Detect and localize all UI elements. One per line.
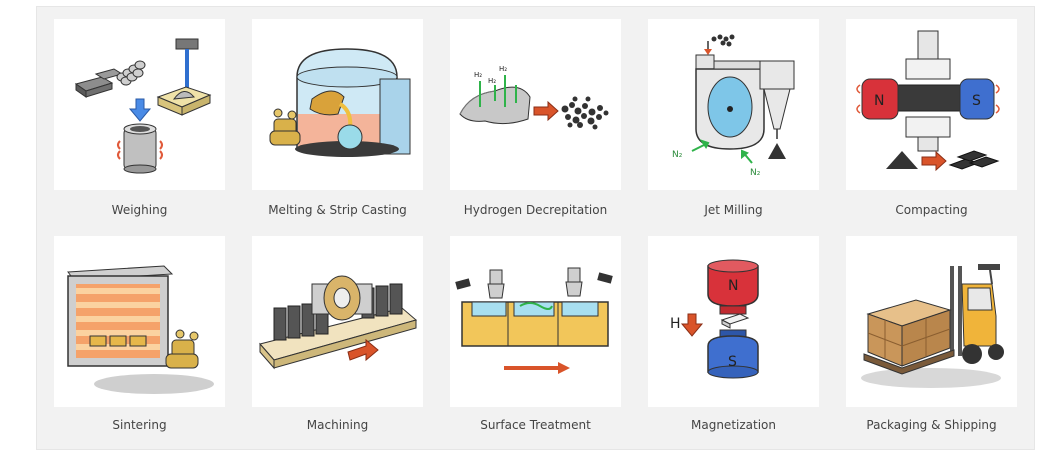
step-label: Weighing: [111, 203, 168, 217]
step-label: Machining: [306, 418, 369, 432]
step-label: Surface Treatment: [480, 418, 591, 432]
surface-treatment-illustration-icon: [455, 267, 613, 374]
step-label: Sintering: [112, 418, 167, 432]
step-label: Compacting: [895, 203, 968, 217]
north-pole-label: N: [728, 278, 738, 294]
step-tile-packaging-shipping[interactable]: [846, 236, 1017, 407]
step-tile-compacting[interactable]: N S: [846, 19, 1017, 190]
south-pole-label: S: [728, 354, 737, 370]
weighing-illustration-icon: [74, 38, 212, 174]
step-label: Jet Milling: [704, 203, 763, 217]
field-label: H: [670, 316, 681, 332]
hydrogen-formula-label: H₂: [488, 77, 496, 85]
step-tile-machining[interactable]: [252, 236, 423, 407]
magnet-press-illustration-icon: N S: [856, 30, 1000, 172]
hydrogen-formula-label: H₂: [499, 65, 507, 73]
step-label: Melting & Strip Casting: [268, 203, 407, 217]
step-tile-melting-strip-casting[interactable]: [252, 19, 423, 190]
jet-mill-illustration-icon: N₂ N₂: [672, 34, 795, 178]
sintering-oven-illustration-icon: [67, 265, 214, 394]
step-tile-hydrogen-decrepitation[interactable]: H₂ H₂ H₂: [450, 19, 621, 190]
step-tile-sintering[interactable]: [54, 236, 225, 407]
step-tile-magnetization[interactable]: N S H: [648, 236, 819, 407]
hydrogen-decrepitation-illustration-icon: H₂ H₂ H₂: [459, 65, 609, 130]
step-tile-weighing[interactable]: [54, 19, 225, 190]
forklift-pallet-illustration-icon: [861, 264, 1004, 388]
melting-furnace-illustration-icon: [269, 48, 411, 157]
hydrogen-formula-label: H₂: [474, 71, 482, 79]
step-tile-jet-milling[interactable]: N₂ N₂: [648, 19, 819, 190]
step-tile-surface-treatment[interactable]: [450, 236, 621, 407]
step-label: Hydrogen Decrepitation: [463, 203, 608, 217]
magnetizer-illustration-icon: N S H: [670, 259, 759, 379]
nitrogen-formula-label: N₂: [750, 168, 761, 178]
machining-illustration-icon: [259, 275, 418, 370]
step-label: Packaging & Shipping: [866, 418, 997, 432]
step-label: Magnetization: [691, 418, 776, 432]
south-pole-label: S: [972, 93, 981, 109]
nitrogen-formula-label: N₂: [672, 150, 683, 160]
north-pole-label: N: [874, 93, 884, 109]
